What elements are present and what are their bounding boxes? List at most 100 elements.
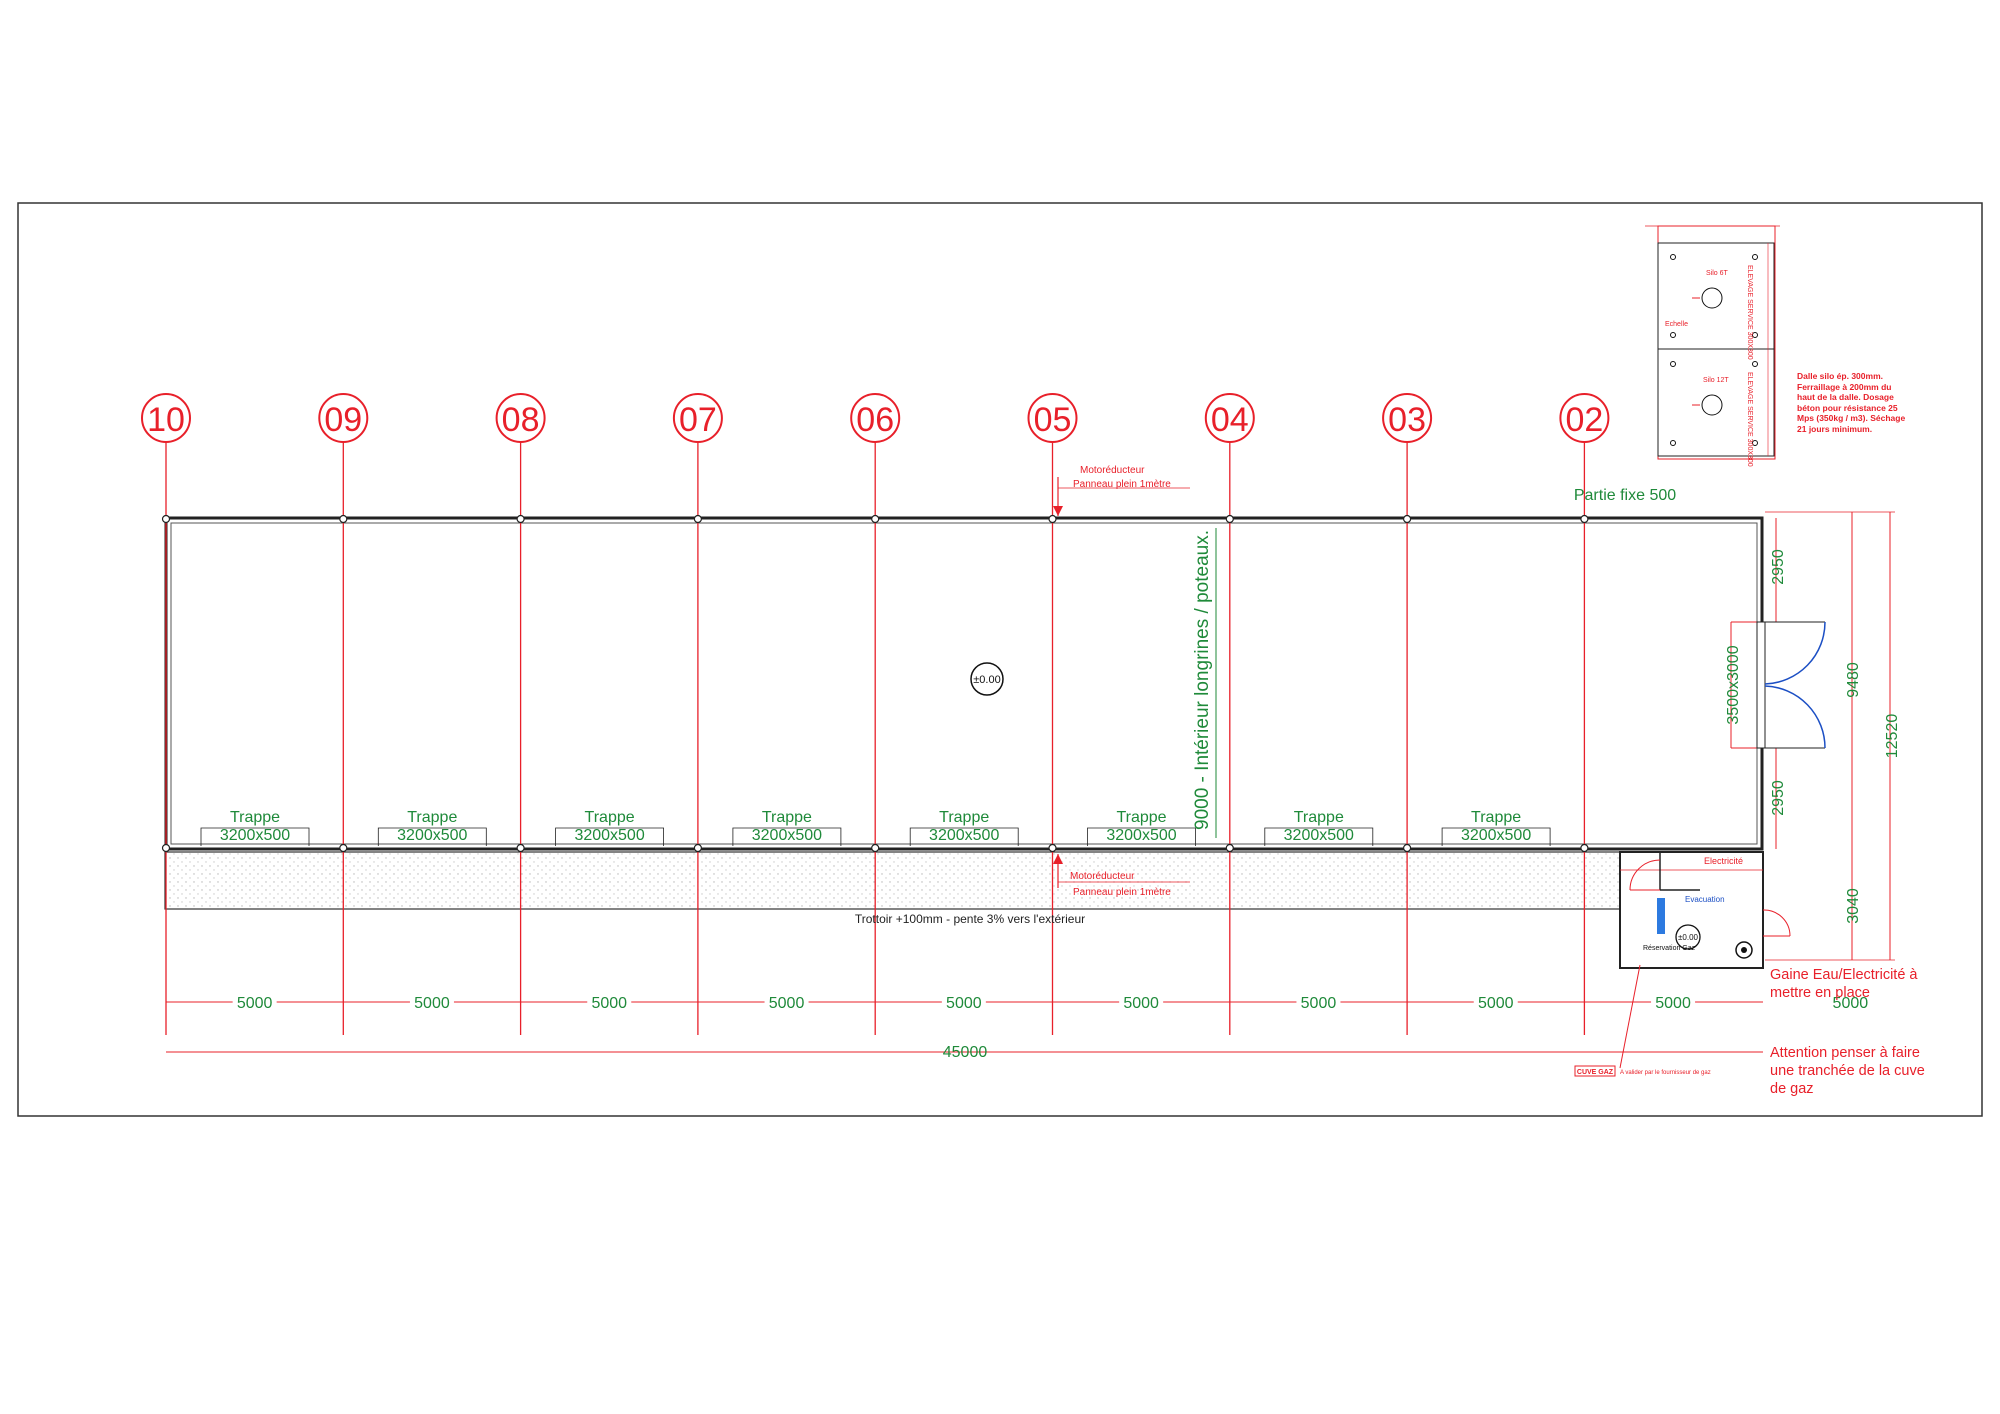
axis-bubble-10	[141, 393, 191, 443]
room-level: ±0.00	[1678, 933, 1699, 942]
dim-3040: 3040	[1845, 888, 1862, 924]
post-marker	[1225, 514, 1234, 524]
axis-label-06: 06	[856, 401, 894, 439]
motor-top-line2: Panneau plein 1mètre	[1073, 479, 1171, 490]
silo-2: Silo 12T ELEVAGE SERVICE 300X300	[1670, 361, 1758, 467]
post-marker	[693, 514, 703, 524]
trappe-size: 3200x500	[1284, 827, 1354, 844]
post-marker	[871, 514, 880, 524]
technical-room: ±0.00 Electricité Evacuation Réservation…	[1619, 851, 1791, 969]
level-marker: ±0.00	[970, 662, 1004, 696]
trappe-size: 3200x500	[752, 827, 822, 844]
axis-label-08: 08	[502, 401, 540, 439]
trappe-size: 3200x500	[397, 827, 467, 844]
axis-bubble-05	[1027, 393, 1078, 443]
trappe-size: 3200x500	[929, 827, 999, 844]
double-door	[1756, 621, 1826, 749]
bay-dimension: 5000	[946, 995, 982, 1012]
bay-dimension-bg	[1828, 992, 1873, 1010]
level-marker-text: ±0.00	[973, 674, 1000, 686]
door-dimension: 3500x3000	[1725, 645, 1742, 724]
gaine-note-box: Gaine Eau/Electricité à mettre en place	[1770, 967, 1918, 1001]
trappe-size: 3200x500	[1106, 827, 1176, 844]
bay-dimension: 5000	[1655, 995, 1691, 1012]
trappe-title: Trappe	[1471, 809, 1521, 826]
bay-dimension: 5000	[1478, 995, 1514, 1012]
axis-bubble-09	[318, 393, 369, 443]
axis-bubble-07	[672, 393, 723, 443]
axis-bubble-04	[1204, 393, 1255, 443]
bay-dimension: 5000	[591, 995, 627, 1012]
dim-2950-top: 2950	[1770, 549, 1787, 585]
gas-note-box: Attention penser à faire une tranchée de…	[1770, 1045, 1925, 1097]
bay-dimension: 5000	[1301, 995, 1337, 1012]
post-marker	[516, 843, 525, 853]
axis-bubble-02	[1559, 393, 1610, 443]
trappe-size: 3200x500	[1461, 827, 1531, 844]
trappe-title: Trappe	[1294, 809, 1344, 826]
total-length: 45000	[943, 1044, 988, 1061]
room-evacuation: Evacuation	[1685, 895, 1725, 904]
trappe-size: 3200x500	[220, 827, 290, 844]
trappe-title: Trappe	[939, 809, 989, 826]
bay-dimension: 5000	[1123, 995, 1159, 1012]
motor-bottom-line2: Panneau plein 1mètre	[1073, 887, 1171, 898]
post-marker	[1580, 843, 1589, 853]
bay-dimension-bg	[1651, 992, 1696, 1010]
sidewalk-strip	[164, 851, 1764, 910]
gas-note: Attention penser à faire une tranchée de…	[1770, 1045, 1925, 1097]
axis-label-09: 09	[324, 401, 362, 439]
trappe-openings: Trappe3200x500Trappe3200x500Trappe3200x5…	[200, 809, 1551, 846]
bay-dimension-bg	[1473, 992, 1518, 1010]
axis-label-04: 04	[1211, 401, 1249, 439]
bay-dimension: 5000	[237, 995, 273, 1012]
dim-12520: 12520	[1884, 714, 1901, 759]
motor-top-line1: Motoréducteur	[1080, 465, 1145, 476]
post-marker	[339, 843, 348, 853]
motor-bottom-line1: Motoréducteur	[1070, 871, 1135, 882]
post-marker	[1225, 843, 1234, 853]
bay-dimension-bg	[1119, 992, 1164, 1010]
bay-dimension-bg	[232, 992, 277, 1010]
motor-annotation-bottom: Motoréducteur Panneau plein 1mètre	[1053, 854, 1190, 898]
bay-dimension: 5000	[1833, 995, 1869, 1012]
bay-dimension: 5000	[769, 995, 805, 1012]
inner-dimension-label: 9000 - Intérieur longrines / poteaux.	[1192, 530, 1213, 830]
silo-1-side: ELEVAGE SERVICE 300X300	[1746, 265, 1753, 360]
axis-label-02: 02	[1565, 401, 1603, 439]
bay-dimension-bg	[409, 992, 454, 1010]
bay-dimension: 5000	[414, 995, 450, 1012]
silo-1: Silo 6T Echelle ELEVAGE SERVICE 300X300	[1665, 254, 1758, 360]
post-marker	[1048, 514, 1057, 524]
axis-bubble-08	[495, 393, 546, 443]
bay-dimension-bg	[764, 992, 809, 1010]
bay-dimension-chain: 5000 5000 5000 5000 5000 5000 5000 5000 5000 5000	[166, 992, 1873, 1012]
sidewalk-label: Trottoir +100mm - pente 3% vers l'extéri…	[855, 912, 1085, 926]
gas-tank-callout: CUVE GAZ A valider par le fournisseur de…	[1574, 964, 1711, 1077]
post-marker	[1048, 843, 1057, 853]
trappe-title: Trappe	[585, 809, 635, 826]
partie-fixe-label: Partie fixe 500	[1574, 487, 1676, 504]
right-dimensions: 2950 2950 3500x3000 9480 12520 3040 Part…	[1574, 487, 1901, 961]
trappe-title: Trappe	[762, 809, 812, 826]
bay-dimension-bg	[1296, 992, 1341, 1010]
axis-label-07: 07	[679, 401, 717, 439]
trappe-title: Trappe	[407, 809, 457, 826]
post-marker	[161, 514, 171, 524]
trappe-title: Trappe	[1116, 809, 1166, 826]
room-electricite: Electricité	[1704, 856, 1743, 866]
bay-dimension-bg	[587, 992, 632, 1010]
silo-note-box: Dalle silo ép. 300mm. Ferraillage à 200m…	[1797, 371, 1905, 434]
post-marker	[1402, 514, 1412, 524]
silo-2-label: Silo 12T	[1703, 377, 1729, 384]
post-marker	[1580, 514, 1589, 524]
dim-2950-bottom: 2950	[1770, 780, 1787, 816]
axis-label-10: 10	[147, 401, 185, 439]
